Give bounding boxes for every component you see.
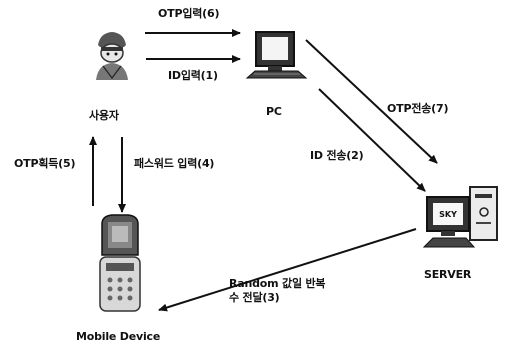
server-screen-text: SKY — [439, 210, 457, 219]
id-transfer-label: ID 전송(2) — [310, 149, 364, 162]
otp-acquire-label: OTP획득(5) — [14, 157, 76, 170]
user-label: 사용자 — [89, 109, 119, 122]
user-figure-icon — [96, 32, 128, 80]
server-computer-icon: SKY — [422, 186, 498, 248]
id-input-label: ID입력(1) — [168, 69, 218, 82]
random-value-label-line2: 수 전달(3) — [229, 291, 280, 304]
mobile-device-label: Mobile Device — [76, 330, 161, 343]
arrow-otp-transfer — [305, 39, 438, 164]
pc-label: PC — [266, 105, 282, 118]
arrow-id-transfer — [318, 88, 426, 192]
pc-computer-icon — [245, 31, 308, 79]
server-label: SERVER — [424, 268, 472, 281]
random-value-label-line1: Random 값일 반복 — [229, 277, 326, 290]
random-value-label: Random 값일 반복 수 전달(3) — [229, 277, 326, 305]
mobile-device-icon — [99, 214, 141, 312]
otp-transfer-label: OTP전송(7) — [387, 102, 449, 115]
arrow-random-value — [158, 228, 417, 312]
password-input-label: 패스워드 입력(4) — [134, 157, 215, 170]
otp-input-label: OTP입력(6) — [158, 7, 220, 20]
